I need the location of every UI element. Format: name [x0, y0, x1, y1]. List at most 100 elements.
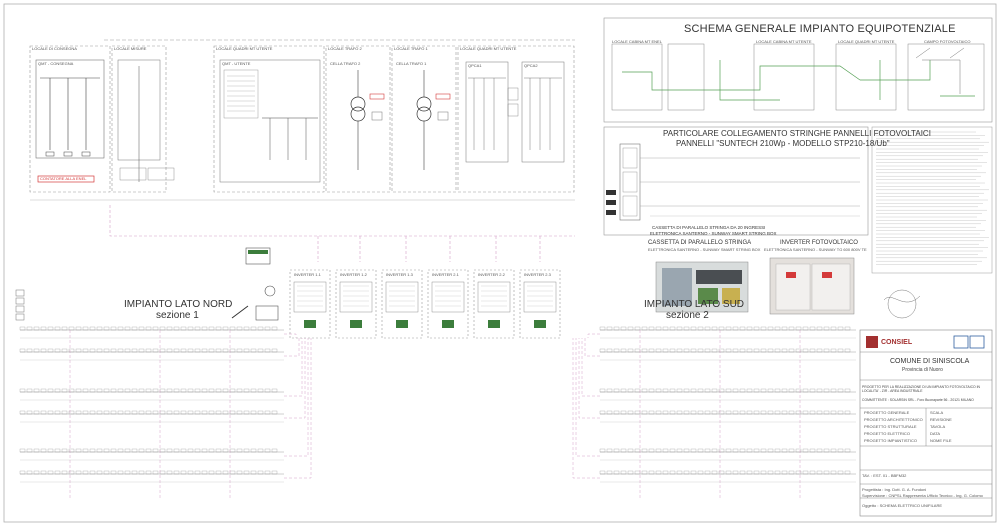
room-label-6: LOCALE QUADRI MT UTENTE: [460, 46, 517, 51]
pv-module: [173, 448, 180, 453]
pv-module: [19, 348, 26, 353]
pv-module: [823, 410, 830, 415]
pv-module: [40, 470, 47, 475]
pv-module: [264, 410, 271, 415]
pv-module: [704, 388, 711, 393]
qmt-consegna-panel: [35, 59, 105, 159]
pv-module: [19, 410, 26, 415]
inverter-label-6: INVERTER 2.3: [524, 272, 551, 277]
pv-module: [690, 388, 697, 393]
pv-module: [257, 348, 264, 353]
pv-module: [697, 410, 704, 415]
equip-title: SCHEMA GENERALE IMPIANTO EQUIPOTENZIALE: [684, 23, 956, 35]
pv-module: [40, 448, 47, 453]
pv-module: [75, 348, 82, 353]
pv-module: [641, 388, 648, 393]
pv-module: [599, 348, 606, 353]
pv-module: [215, 348, 222, 353]
pv-module: [159, 470, 166, 475]
pv-module: [767, 388, 774, 393]
room-trafo-1: [391, 45, 457, 193]
room-label-5: LOCALE TRAFO 1: [394, 46, 428, 51]
pv-module: [711, 348, 718, 353]
pv-module: [697, 448, 704, 453]
pv-module: [201, 470, 208, 475]
inverter-body: [385, 281, 419, 313]
pv-module: [823, 326, 830, 331]
pv-module: [599, 326, 606, 331]
pv-module: [159, 326, 166, 331]
pv-module: [26, 388, 33, 393]
equip-zone-1: LOCALE CABINA MT ENEL: [612, 39, 662, 44]
pv-module: [655, 388, 662, 393]
pv-module: [68, 470, 75, 475]
pv-module: [271, 410, 278, 415]
inverter-icon: [534, 320, 546, 328]
string-cable: [572, 338, 600, 479]
inverter-icon: [350, 320, 362, 328]
pv-module: [830, 348, 837, 353]
pv-module: [725, 326, 732, 331]
pv-module: [33, 448, 40, 453]
room-label-2: LOCALE MISURE: [114, 46, 147, 51]
pv-module: [837, 326, 844, 331]
tb-label-3: PROGETTO STRUTTURALE: [864, 424, 917, 429]
pv-module: [669, 410, 676, 415]
pv-module: [718, 348, 725, 353]
pv-module: [124, 388, 131, 393]
pv-module: [61, 448, 68, 453]
pv-module: [683, 348, 690, 353]
pv-module: [194, 326, 201, 331]
pv-module: [620, 448, 627, 453]
pv-module: [159, 348, 166, 353]
string-cable: [284, 338, 312, 479]
pv-module: [760, 448, 767, 453]
pv-module: [194, 410, 201, 415]
room-quadri-mt: [213, 45, 325, 193]
pv-module: [655, 470, 662, 475]
pv-module: [599, 470, 606, 475]
pv-module: [117, 388, 124, 393]
pv-module: [613, 410, 620, 415]
pv-module: [117, 326, 124, 331]
pv-module: [767, 410, 774, 415]
pv-module: [648, 470, 655, 475]
pv-module: [166, 388, 173, 393]
pv-module: [159, 388, 166, 393]
pv-module: [82, 448, 89, 453]
string-cable: [284, 338, 309, 457]
pv-module: [641, 348, 648, 353]
sud-label-2: sezione 2: [666, 310, 709, 321]
cable-routes: [109, 205, 575, 262]
pv-module: [236, 448, 243, 453]
pv-module: [781, 448, 788, 453]
room-code-2: QMT - UTENTE: [222, 61, 251, 66]
pv-module: [166, 448, 173, 453]
pv-module: [117, 470, 124, 475]
pv-module: [732, 448, 739, 453]
pv-module: [61, 388, 68, 393]
pv-module: [676, 348, 683, 353]
pv-module: [620, 388, 627, 393]
pv-module: [138, 388, 145, 393]
pv-module: [103, 470, 110, 475]
pv-module: [788, 410, 795, 415]
pv-module: [788, 348, 795, 353]
pv-module: [54, 388, 61, 393]
pv-module: [732, 470, 739, 475]
pv-module: [809, 348, 816, 353]
trafo-1-winding-b: [416, 106, 432, 122]
pv-module: [746, 410, 753, 415]
room-misure: [111, 45, 167, 193]
pv-module: [774, 410, 781, 415]
tb-label-2: PROGETTO ARCHITETTONICO: [864, 417, 923, 422]
pv-module: [75, 410, 82, 415]
pv-module: [662, 470, 669, 475]
pv-module: [201, 410, 208, 415]
pv-module: [746, 348, 753, 353]
pv-module: [606, 448, 613, 453]
pv-module: [844, 388, 851, 393]
pv-module: [173, 388, 180, 393]
pv-module: [75, 388, 82, 393]
pv-module: [746, 388, 753, 393]
